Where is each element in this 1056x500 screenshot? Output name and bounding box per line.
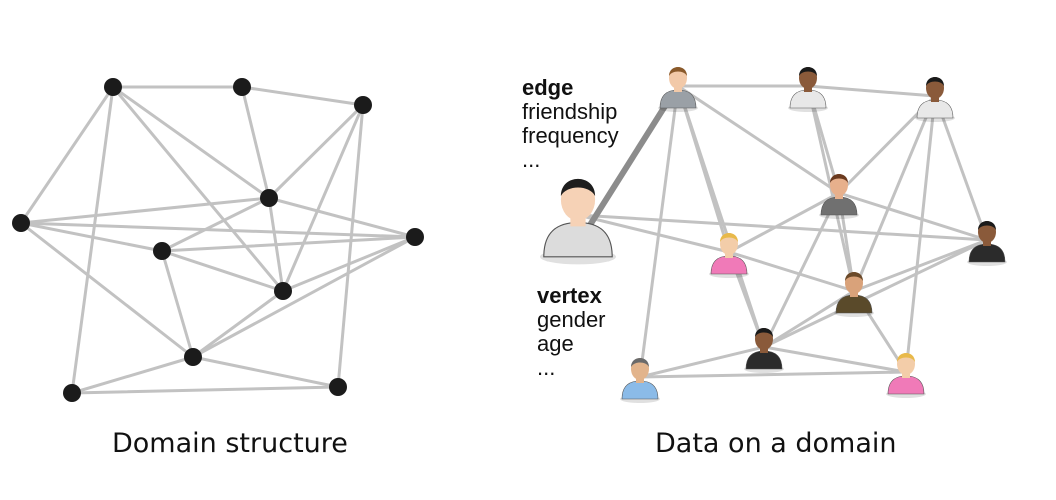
- graph-edge: [281, 235, 417, 293]
- graph-edge: [160, 235, 417, 253]
- graph-vertex: [406, 228, 424, 246]
- social-network-edges: [576, 84, 989, 379]
- woman-grey-shirt-icon: [819, 174, 859, 219]
- domain-structure-edges: [19, 85, 417, 395]
- social-edge: [852, 94, 937, 293]
- vertex-attributes-title: vertex: [537, 283, 602, 308]
- vertex-attribute-item: age: [537, 331, 574, 356]
- graph-edge: [19, 85, 115, 225]
- woman-white-shirt-icon: [788, 67, 828, 112]
- graph-edge: [191, 355, 340, 389]
- edge-attributes: edge friendship frequency ...: [522, 76, 619, 172]
- social-edge: [727, 250, 856, 293]
- vertex-attribute-item: gender: [537, 307, 606, 332]
- graph-edge: [281, 103, 365, 293]
- man-large-grey-icon: [540, 178, 616, 265]
- vertex-attributes: vertex gender age ...: [537, 284, 606, 380]
- edge-attributes-title: edge: [522, 75, 574, 100]
- social-edge: [638, 84, 680, 379]
- social-edge: [727, 191, 841, 254]
- edge-attribute-item: frequency: [522, 123, 619, 148]
- edge-attribute-item: ...: [522, 147, 541, 172]
- pilot-icon: [834, 272, 874, 317]
- social-edge: [762, 345, 908, 374]
- social-edge: [837, 191, 989, 242]
- graph-edge: [336, 103, 365, 389]
- graph-edge: [267, 103, 365, 200]
- man-blue-shirt-icon: [620, 358, 660, 403]
- graph-edge: [160, 196, 271, 253]
- graph-vertex: [233, 78, 251, 96]
- graph-edge: [160, 249, 285, 293]
- domain-structure-caption: Domain structure: [112, 428, 348, 459]
- graph-edge: [70, 385, 340, 395]
- social-edge: [638, 345, 766, 379]
- man-suit-icon: [744, 328, 784, 373]
- graph-edge: [70, 85, 115, 395]
- graph-edge: [19, 221, 417, 239]
- graph-edge: [267, 196, 417, 239]
- graph-edge: [111, 85, 285, 293]
- vertex-attribute-item: ...: [537, 355, 556, 380]
- social-edge: [638, 370, 908, 379]
- girl-pink-icon: [886, 353, 926, 398]
- graph-edge: [70, 355, 195, 395]
- graph-vertex: [184, 348, 202, 366]
- social-edge: [852, 238, 989, 293]
- edge-attribute-item: friendship: [522, 99, 618, 124]
- graph-vertex: [260, 189, 278, 207]
- girl-pink-icon: [709, 233, 749, 278]
- man-grey-shirt-icon: [658, 67, 698, 112]
- social-edge: [762, 191, 841, 349]
- social-edge: [576, 213, 989, 242]
- graph-vertex: [354, 96, 372, 114]
- graph-edge: [160, 249, 195, 359]
- highlighted-edge: [587, 92, 675, 228]
- graph-edge: [191, 235, 417, 359]
- graph-vertex: [153, 242, 171, 260]
- data-on-domain-caption: Data on a domain: [655, 428, 897, 459]
- social-network-people: [540, 67, 1007, 403]
- social-edge: [904, 94, 937, 374]
- social-edge: [762, 289, 856, 349]
- graph-vertex: [274, 282, 292, 300]
- graph-edge: [19, 196, 271, 225]
- social-edge: [762, 238, 989, 349]
- graph-edge: [19, 221, 195, 359]
- domain-structure-nodes: [12, 78, 424, 402]
- graph-vertex: [329, 378, 347, 396]
- graph-vertex: [63, 384, 81, 402]
- graph-edge: [240, 85, 271, 200]
- social-edge: [806, 84, 937, 98]
- social-edge: [676, 84, 841, 195]
- man-white-shirt-icon: [915, 77, 955, 122]
- social-edge: [933, 94, 989, 242]
- graph-edge: [19, 221, 164, 253]
- graph-edge: [240, 85, 365, 107]
- graph-vertex: [104, 78, 122, 96]
- graph-edge: [191, 289, 285, 359]
- social-edge: [576, 213, 731, 254]
- graph-vertex: [12, 214, 30, 232]
- man-suit-icon: [967, 221, 1007, 266]
- graph-edge: [111, 85, 271, 200]
